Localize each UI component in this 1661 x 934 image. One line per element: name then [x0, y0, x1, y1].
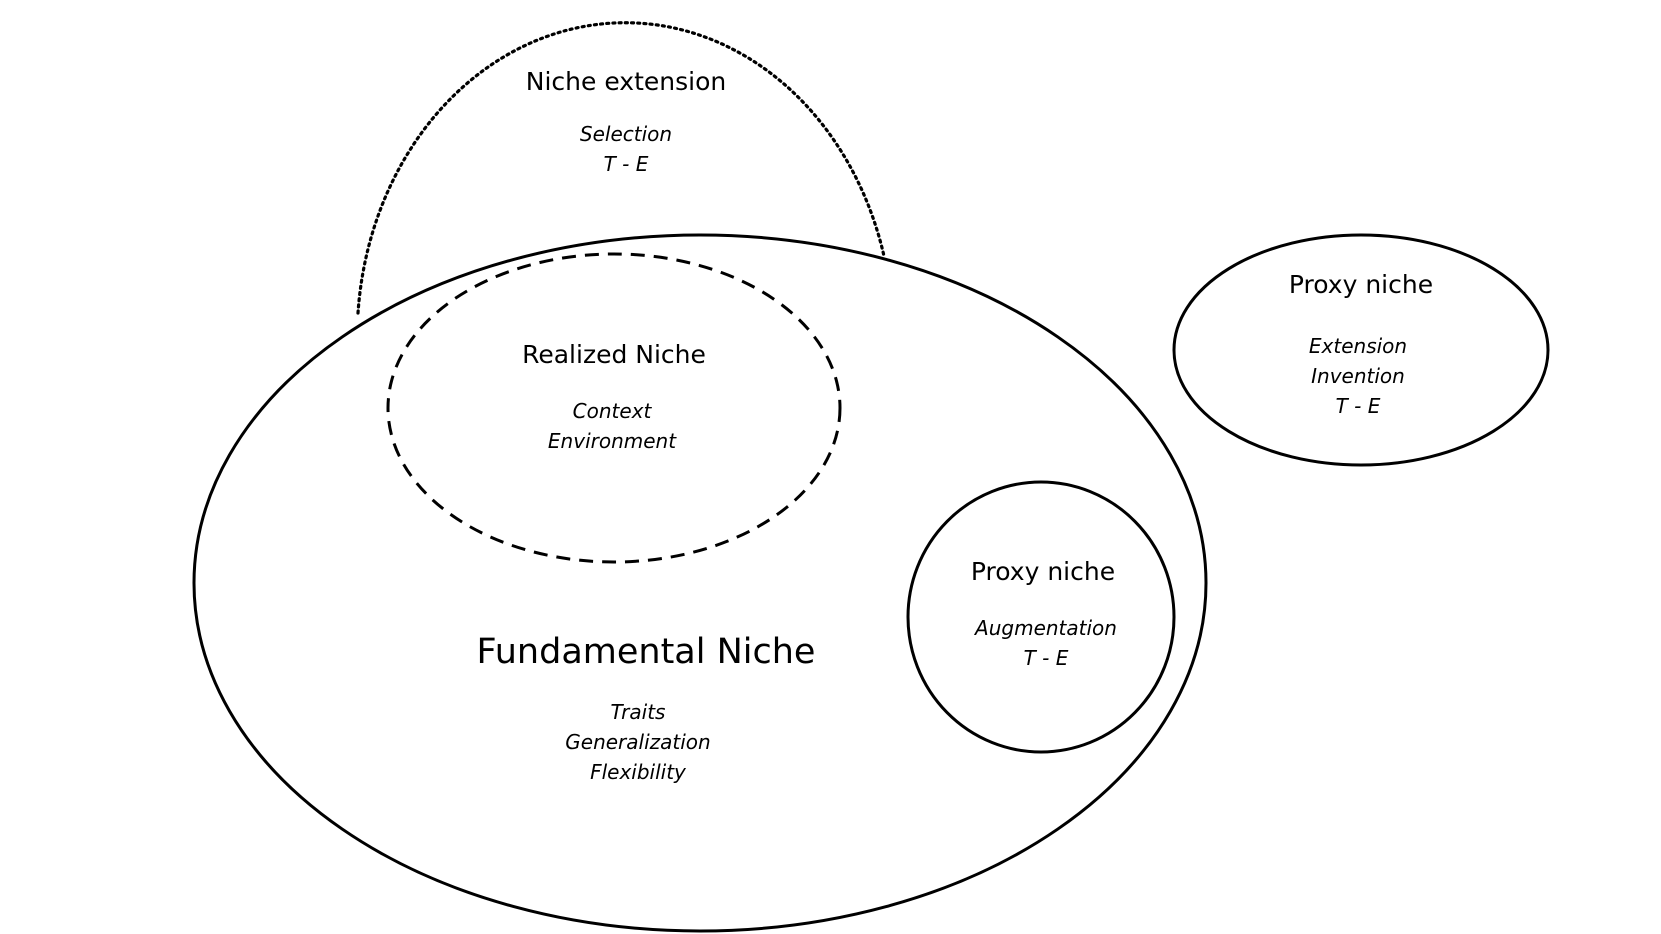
- proxy-niche-outer-outline: [1172, 233, 1550, 467]
- proxy-niche-outer-title: Proxy niche: [1289, 270, 1433, 299]
- fundamental-niche-line1: Traits: [611, 700, 666, 724]
- proxy-niche-outer-line2: Invention: [1311, 364, 1405, 388]
- realized-niche-title: Realized Niche: [522, 340, 706, 369]
- niche-extension-title: Niche extension: [526, 67, 726, 96]
- realized-niche-outline: [386, 252, 842, 564]
- niche-extension-line1: Selection: [580, 122, 672, 146]
- fundamental-niche-outline: [192, 233, 1208, 933]
- proxy-niche-outer-line3: T - E: [1336, 394, 1381, 418]
- realized-niche-line2: Environment: [548, 429, 677, 453]
- proxy-niche-inner-outline: [906, 480, 1176, 754]
- fundamental-niche-line2: Generalization: [565, 730, 710, 754]
- proxy-niche-inner-line1: Augmentation: [973, 616, 1117, 640]
- niche-extension-outline: [356, 21, 886, 315]
- fundamental-niche-line3: Flexibility: [590, 760, 687, 784]
- niche-extension-line2: T - E: [604, 152, 649, 176]
- proxy-niche-inner-title: Proxy niche: [971, 557, 1115, 586]
- proxy-niche-outer-line1: Extension: [1309, 334, 1407, 358]
- realized-niche-line1: Context: [573, 399, 653, 423]
- fundamental-niche-title: Fundamental Niche: [477, 632, 816, 672]
- proxy-niche-inner-line2: T - E: [1024, 646, 1069, 670]
